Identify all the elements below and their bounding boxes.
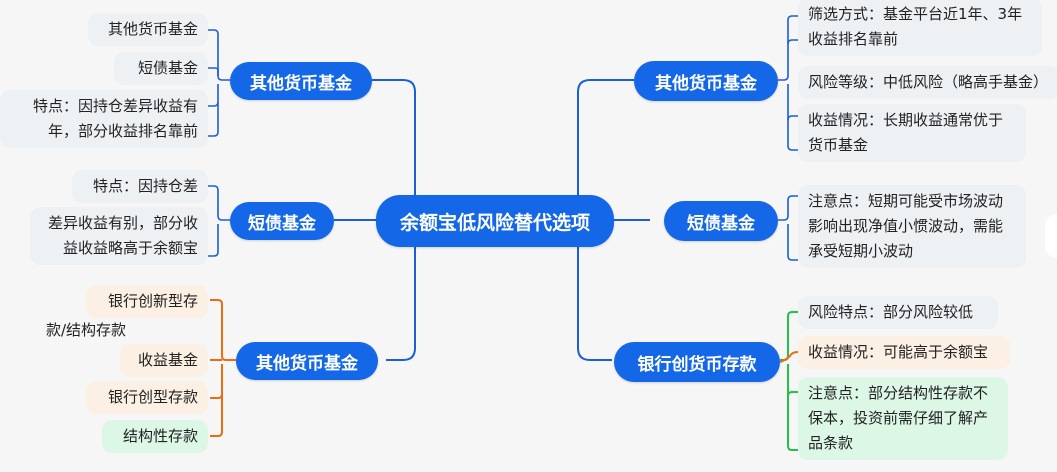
branch-label: 其他货币基金 xyxy=(250,73,352,94)
leaf-label: 款/结构存款 xyxy=(46,321,127,339)
branch-label: 短债基金 xyxy=(248,213,316,234)
leaf-line: 特点：因持仓差异收益有 xyxy=(32,97,198,115)
leaf-right-1-3[interactable]: 收益情况：长期收益通常优于 货币基金 xyxy=(798,104,1026,162)
leaf-line: 影响出现净值小惯波动，需能 xyxy=(808,217,1004,235)
branch-label: 其他货币基金 xyxy=(256,353,358,374)
leaf-right-3-2[interactable]: 收益情况：可能高于余额宝 xyxy=(798,336,1010,369)
leaf-left-2-1[interactable]: 特点：因持仓差 xyxy=(72,170,208,203)
leaf-label: 银行创型存款 xyxy=(107,388,198,406)
branch-label: 短债基金 xyxy=(687,213,755,234)
leaf-line: 收益排名靠前 xyxy=(808,30,899,48)
leaf-left-3-2[interactable]: 款/结构存款 xyxy=(36,314,156,347)
branch-label: 其他货币基金 xyxy=(655,73,757,94)
root-label: 余额宝低风险替代选项 xyxy=(399,211,590,234)
branch-label: 银行创货币存款 xyxy=(637,354,757,375)
leaf-line: 承受短期小波动 xyxy=(808,242,914,260)
leaf-line: 益收益略高于余额宝 xyxy=(62,239,198,257)
leaf-label: 收益基金 xyxy=(137,351,198,369)
leaf-right-2-1[interactable]: 注意点：短期可能受市场波动 影响出现净值小惯波动，需能 承受短期小波动 xyxy=(798,185,1026,268)
leaf-line: 品条款 xyxy=(808,434,854,452)
leaf-left-3-5[interactable]: 结构性存款 xyxy=(102,420,208,453)
leaf-line: 保本，投资前需仔细了解产 xyxy=(808,409,989,427)
leaf-label: 风险等级：中低风险（略高手基金） xyxy=(808,73,1049,91)
root-node[interactable]: 余额宝低风险替代选项 xyxy=(376,195,614,247)
leaf-line: 收益情况：长期收益通常优于 xyxy=(808,111,1004,129)
leaf-line: 筛选方式：基金平台近1年、3年 xyxy=(808,5,1023,23)
leaf-line: 货币基金 xyxy=(808,136,869,154)
leaf-line: 差异收益有别，部分收 xyxy=(47,214,198,232)
leaf-label: 结构性存款 xyxy=(122,427,198,445)
branch-left-2[interactable]: 短债基金 xyxy=(230,202,334,240)
leaf-right-1-1[interactable]: 筛选方式：基金平台近1年、3年 收益排名靠前 xyxy=(798,0,1042,56)
leaf-label: 短债基金 xyxy=(137,59,198,77)
leaf-label: 风险特点：部分风险较低 xyxy=(808,303,974,321)
leaf-label: 收益情况：可能高于余额宝 xyxy=(808,343,989,361)
leaf-right-3-3[interactable]: 注意点：部分结构性存款不 保本，投资前需仔细了解产 品条款 xyxy=(798,377,1008,460)
leaf-label: 银行创新型存 xyxy=(107,292,198,310)
leaf-line: 年，部分收益排名靠前 xyxy=(47,122,198,140)
branch-right-1[interactable]: 其他货币基金 xyxy=(634,61,778,101)
leaf-right-1-2[interactable]: 风险等级：中低风险（略高手基金） xyxy=(798,66,1057,99)
branch-right-3[interactable]: 银行创货币存款 xyxy=(614,342,780,382)
leaf-left-2-2[interactable]: 差异收益有别，部分收 益收益略高于余额宝 xyxy=(30,207,208,265)
leaf-left-1-2[interactable]: 短债基金 xyxy=(114,52,208,85)
leaf-right-3-1[interactable]: 风险特点：部分风险较低 xyxy=(798,296,998,329)
leaf-line: 注意点：部分结构性存款不 xyxy=(808,384,989,402)
leaf-line: 注意点：短期可能受市场波动 xyxy=(808,192,1004,210)
leaf-left-3-1[interactable]: 银行创新型存 xyxy=(86,285,208,318)
leaf-left-1-3[interactable]: 特点：因持仓差异收益有 年，部分收益排名靠前 xyxy=(0,90,208,148)
offscreen-node-edge xyxy=(1045,214,1057,258)
leaf-left-3-4[interactable]: 银行创型存款 xyxy=(86,381,208,414)
leaf-label: 特点：因持仓差 xyxy=(92,177,198,195)
leaf-left-1-1[interactable]: 其他货币基金 xyxy=(88,13,208,46)
leaf-left-3-3[interactable]: 收益基金 xyxy=(120,344,208,377)
leaf-label: 其他货币基金 xyxy=(107,20,198,38)
branch-right-2[interactable]: 短债基金 xyxy=(664,201,778,241)
branch-left-1[interactable]: 其他货币基金 xyxy=(230,62,372,100)
branch-left-3[interactable]: 其他货币基金 xyxy=(236,342,378,380)
